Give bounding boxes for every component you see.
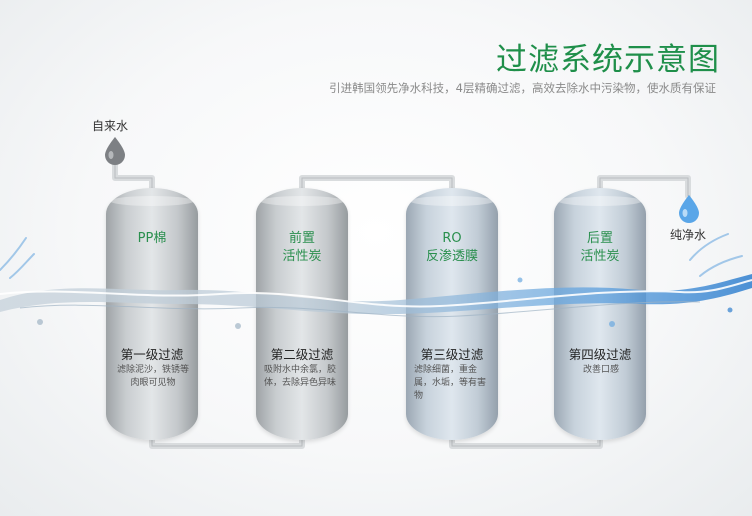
filter-name: RO 反渗透膜 — [425, 231, 478, 264]
source-label: 自来水 — [92, 119, 129, 133]
water-drop-icon — [105, 137, 125, 165]
page-subtitle: 引进韩国领先净水科技，4层精确过滤，高效去除水中污染物，使水质有保证 — [329, 81, 716, 95]
stage-description: 改善口感 — [582, 365, 619, 375]
filter-cartridge-1: PP棉 第一级过滤 滤除泥沙，铁锈等肉眼可见物 — [106, 188, 198, 440]
stage-description: 滤除泥沙，铁锈等肉眼可见物 — [116, 365, 189, 388]
stage-label: 第三级过滤 — [420, 347, 484, 362]
stage-label: 第二级过滤 — [270, 347, 334, 362]
stage-description: 吸附水中余氯，胶体，去除异色异味 — [264, 365, 337, 388]
filter-name: 后置 活性炭 — [580, 231, 620, 264]
filter-cartridge-2: 前置 活性炭 第二级过滤 吸附水中余氯，胶体，去除异色异味 — [256, 188, 348, 440]
filter-name: 前置 活性炭 — [282, 231, 322, 264]
filter-cartridge-3: RO 反渗透膜 第三级过滤 滤除细菌，重金属，水垢，等有害物 — [406, 188, 498, 440]
page-title: 过滤系统示意图 — [496, 42, 720, 78]
water-drop-icon — [679, 195, 699, 223]
stage-label: 第四级过滤 — [568, 347, 632, 362]
output-label: 纯净水 — [670, 228, 707, 242]
stage-label: 第一级过滤 — [120, 347, 184, 362]
stage-description: 滤除细菌，重金属，水垢，等有害物 — [414, 365, 487, 401]
filter-name: PP棉 — [137, 231, 167, 246]
filter-cartridge-4: 后置 活性炭 第四级过滤 改善口感 — [554, 188, 646, 440]
